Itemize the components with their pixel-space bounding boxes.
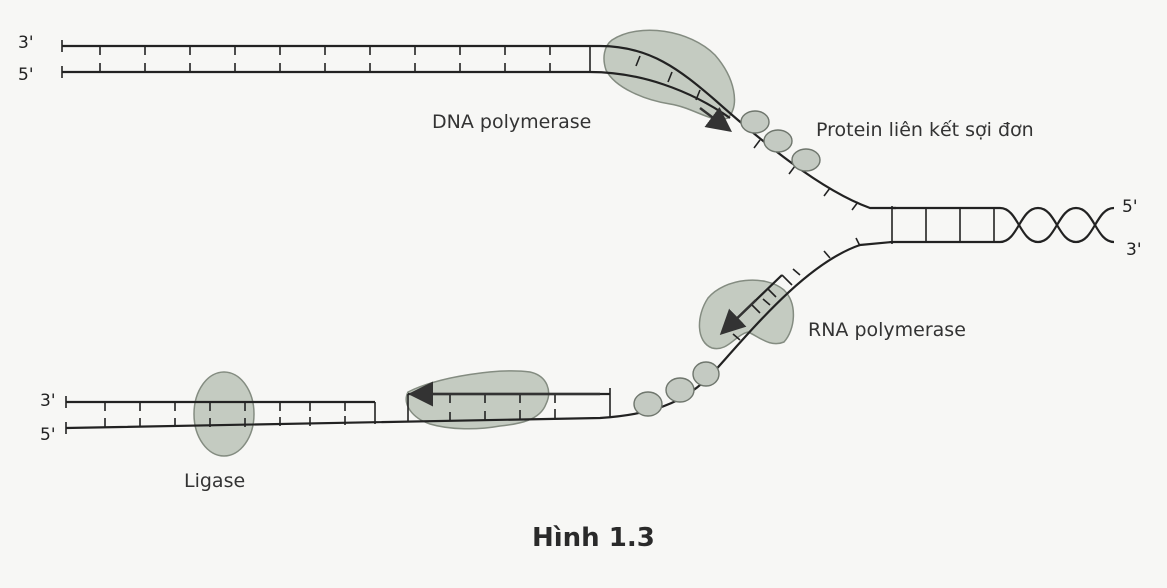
primer-arrow xyxy=(719,299,757,335)
ssb-protein xyxy=(633,391,663,417)
lagging-polymerase-blob xyxy=(405,370,550,430)
end-bottom-upper: 3' xyxy=(40,391,56,411)
end-top-upper: 3' xyxy=(18,33,34,53)
ligase-blob xyxy=(193,371,255,457)
label-rna-polymerase: RNA polymerase xyxy=(808,319,966,341)
ssb-protein xyxy=(692,361,720,387)
ssb-protein xyxy=(763,129,793,153)
ssb-protein xyxy=(740,110,770,134)
ssb-protein xyxy=(665,377,695,403)
top-template-strands xyxy=(61,40,896,211)
label-ligase: Ligase xyxy=(184,470,245,492)
end-right-lower: 3' xyxy=(1126,240,1142,260)
figure-caption: Hình 1.3 xyxy=(532,523,655,553)
end-right-upper: 5' xyxy=(1122,197,1138,217)
leading-arrow xyxy=(699,107,732,132)
end-bottom-lower: 5' xyxy=(40,425,56,445)
end-top-lower: 5' xyxy=(18,65,34,85)
parental-duplex xyxy=(891,206,1115,244)
rna-polymerase-blob xyxy=(698,279,795,350)
ssb-protein xyxy=(791,148,821,172)
label-dna-polymerase: DNA polymerase xyxy=(432,111,591,133)
label-ssb: Protein liên kết sợi đơn xyxy=(816,119,1034,141)
